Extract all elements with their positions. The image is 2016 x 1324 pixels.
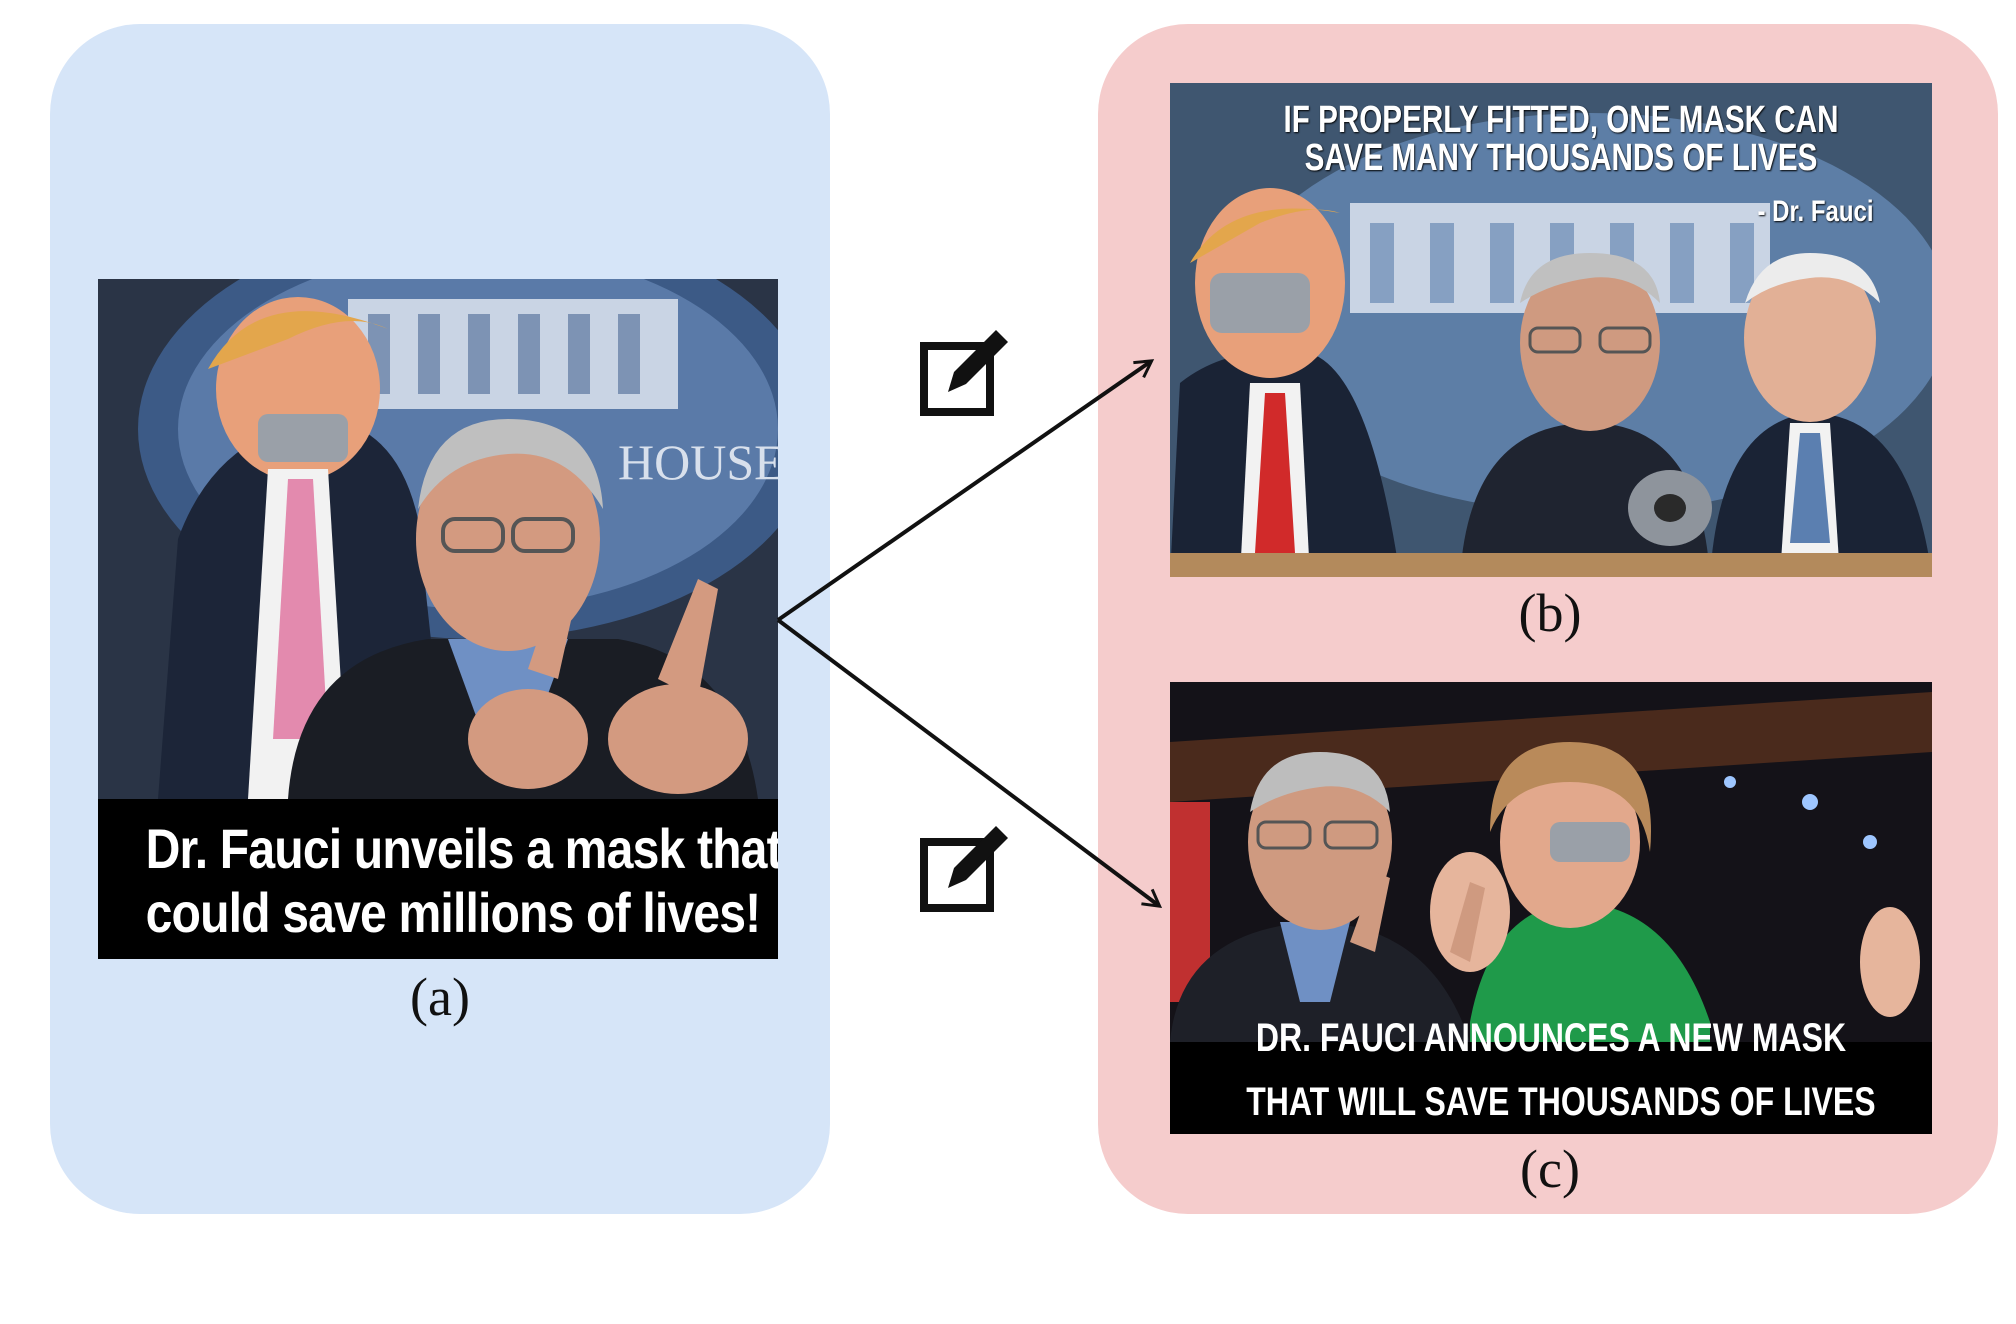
meme-b-caption-line-2: SAVE MANY THOUSANDS OF LIVES (1304, 137, 1818, 179)
edit-icon (920, 330, 1008, 416)
label-b: (b) (1518, 583, 1582, 643)
meme-b-caption: IF PROPERLY FITTED, ONE MASK CAN SAVE MA… (1279, 101, 1842, 177)
three-men-scene (1170, 83, 1932, 577)
press-briefing-scene: HOUSE (98, 279, 778, 959)
meme-a-caption-line-1: Dr. Fauci unveils a mask that (145, 817, 778, 880)
meme-c-caption-line-1: DR. FAUCI ANNOUNCES A NEW MASK (1255, 1016, 1847, 1060)
meme-b-caption-line-1: IF PROPERLY FITTED, ONE MASK CAN (1283, 99, 1839, 141)
press-event-scene (1170, 682, 1932, 1134)
meme-a-caption-line-2: could save millions of lives! (145, 881, 762, 944)
background-sign-text: HOUSE (618, 434, 778, 490)
meme-c-caption: DR. FAUCI ANNOUNCES A NEW MASK THAT WILL… (1246, 1006, 1876, 1134)
meme-a-caption: Dr. Fauci unveils a mask that could save… (145, 817, 778, 945)
edit-icon (920, 826, 1008, 912)
label-a: (a) (410, 967, 470, 1027)
caption-bar (98, 799, 778, 959)
variant-meme-b-image: IF PROPERLY FITTED, ONE MASK CAN SAVE MA… (1170, 83, 1932, 577)
label-c: (c) (1520, 1139, 1580, 1199)
meme-c-caption-line-2: THAT WILL SAVE THOUSANDS OF LIVES (1246, 1080, 1876, 1124)
original-meme-image: HOUSE Dr. Fauci unveils a mask that coul… (98, 279, 778, 959)
variant-meme-c-image: DR. FAUCI ANNOUNCES A NEW MASK THAT WILL… (1170, 682, 1932, 1134)
meme-b-attribution: - Dr. Fauci (1757, 195, 1874, 228)
